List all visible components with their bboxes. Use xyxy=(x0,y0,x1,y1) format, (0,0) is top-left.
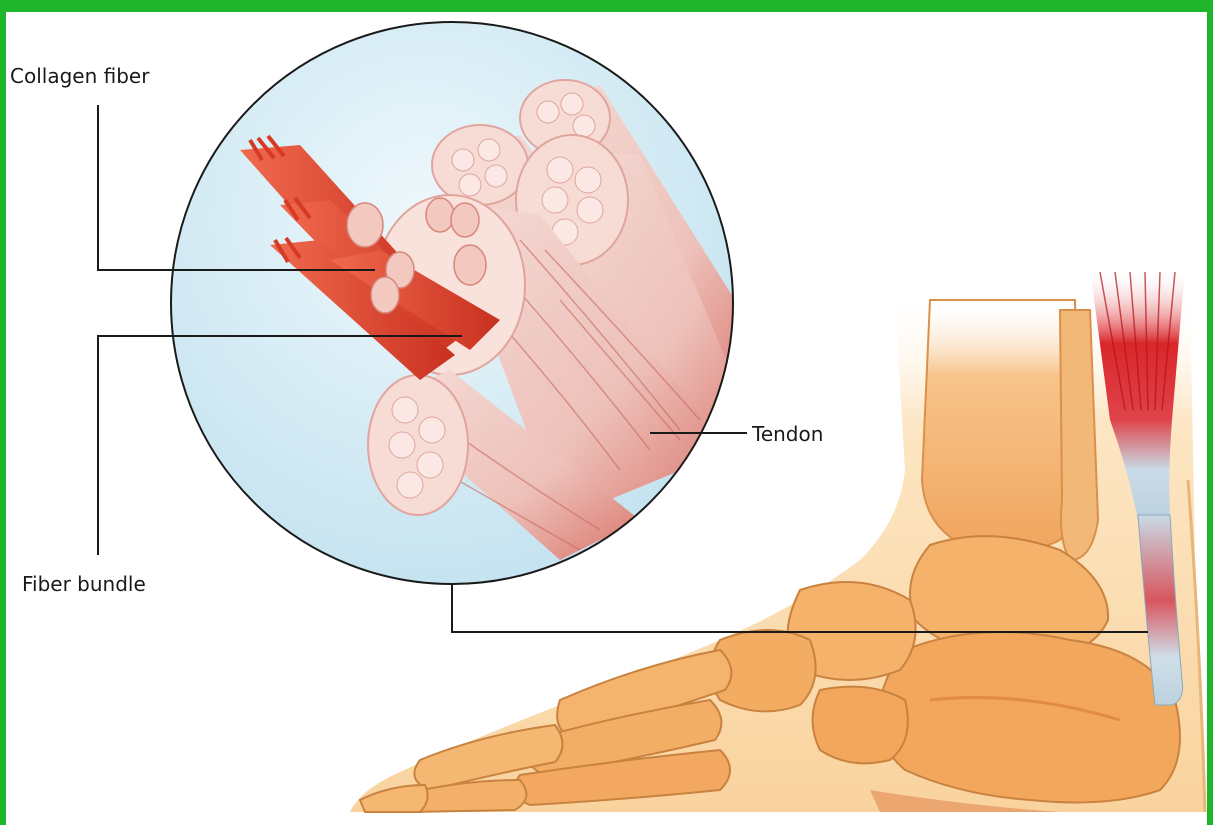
collagen-fiber-label: Collagen fiber xyxy=(10,66,149,86)
magnified-tendon-view xyxy=(171,22,760,584)
fiber-bundle-label: Fiber bundle xyxy=(22,574,146,594)
tendon-label: Tendon xyxy=(752,424,823,444)
